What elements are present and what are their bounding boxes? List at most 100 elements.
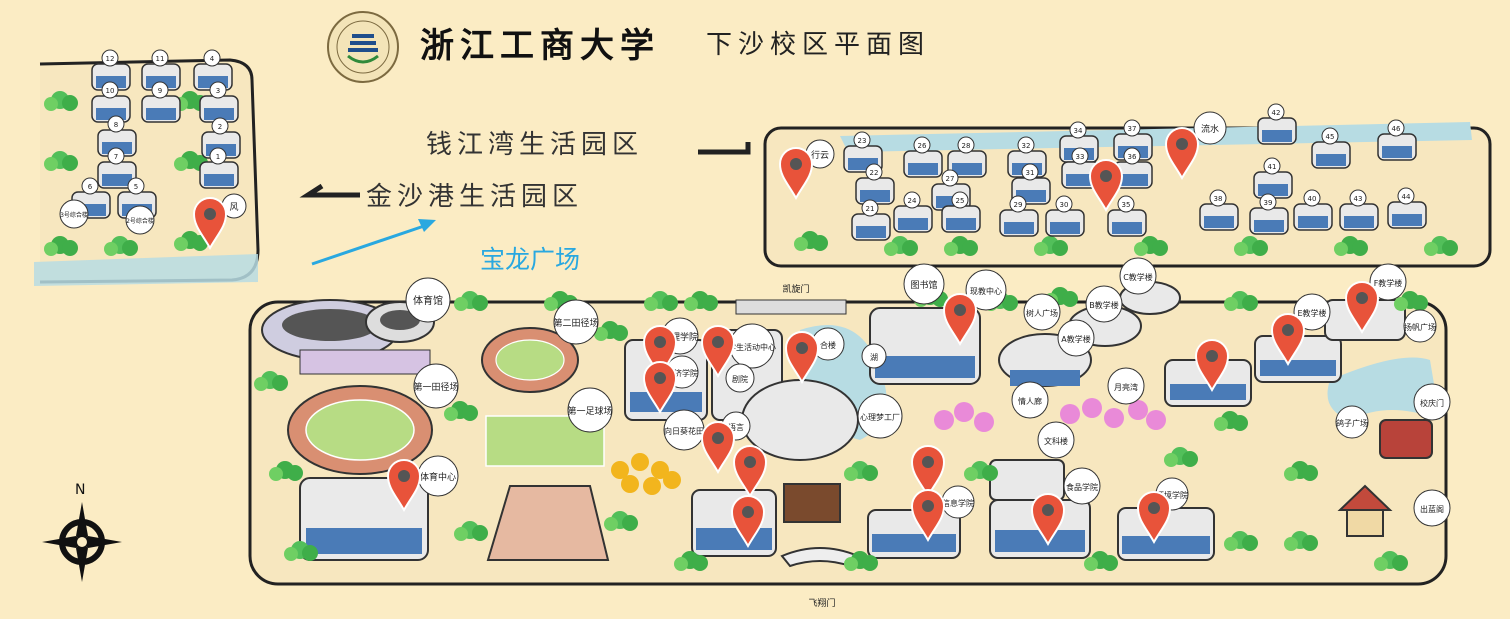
dorm-building: 43 bbox=[1339, 189, 1379, 231]
university-emblem bbox=[327, 11, 399, 83]
bush bbox=[844, 461, 878, 481]
label-a-building: A教学楼 bbox=[1057, 319, 1095, 357]
dorm-building: 42 bbox=[1257, 103, 1297, 145]
dorm-number: 11 bbox=[156, 55, 165, 63]
dorm-number: 1 bbox=[216, 153, 220, 161]
bush bbox=[1394, 291, 1428, 311]
label-football1: 第一足球场 bbox=[567, 387, 613, 433]
jinshagang-arrow bbox=[299, 183, 360, 198]
dorm-number: 37 bbox=[1128, 125, 1137, 133]
location-pin-icon bbox=[386, 459, 422, 513]
dorm-building: 26 bbox=[903, 136, 943, 178]
dorm-number: 46 bbox=[1392, 125, 1401, 133]
bush bbox=[1374, 551, 1408, 571]
baolong-arrow bbox=[311, 222, 431, 266]
bush bbox=[604, 511, 638, 531]
label-c-building: C教学楼 bbox=[1119, 257, 1157, 295]
svg-text:信息学院: 信息学院 bbox=[942, 498, 974, 508]
dorm-number: 33 bbox=[1076, 153, 1085, 161]
dorm-building: 7 bbox=[97, 147, 137, 189]
dorm-number: 21 bbox=[866, 205, 875, 213]
bush bbox=[594, 321, 628, 341]
dorm-number: 42 bbox=[1272, 109, 1281, 117]
svg-text:情人廊: 情人廊 bbox=[1018, 396, 1042, 406]
south-plaza bbox=[486, 485, 610, 561]
dorm-building: 39 bbox=[1249, 193, 1289, 235]
location-pin-icon bbox=[642, 361, 678, 415]
qianjiangwan-zone-label: 钱江湾生活园区 bbox=[426, 130, 644, 160]
svg-text:流水: 流水 bbox=[1201, 123, 1219, 135]
dorm-number: 12 bbox=[106, 55, 115, 63]
dorm-number: 39 bbox=[1264, 199, 1273, 207]
location-pin-icon bbox=[910, 445, 946, 499]
svg-text:风: 风 bbox=[229, 202, 238, 213]
label-modern-edu: 现教中心 bbox=[965, 269, 1007, 311]
dorm-number: 27 bbox=[946, 175, 955, 183]
label-f-building: F教学楼 bbox=[1369, 263, 1407, 301]
location-pin-icon bbox=[778, 147, 814, 201]
dorm-building: 24 bbox=[893, 191, 933, 233]
svg-text:出蓝阁: 出蓝阁 bbox=[1420, 504, 1444, 514]
svg-text:鸽子广场: 鸽子广场 bbox=[1336, 418, 1368, 428]
location-pin-icon bbox=[642, 325, 678, 379]
svg-text:经济学院: 经济学院 bbox=[666, 368, 698, 378]
dorm-building: 40 bbox=[1293, 189, 1333, 231]
dorm-number: 34 bbox=[1074, 127, 1083, 135]
dorm-number: 26 bbox=[918, 142, 927, 150]
label-lake: 湖 bbox=[861, 343, 887, 369]
location-pin-icon bbox=[1030, 493, 1066, 547]
bush bbox=[844, 551, 878, 571]
dorm-number: 36 bbox=[1128, 153, 1137, 161]
dorm-number: 7 bbox=[114, 153, 118, 161]
dorm-building: 1 bbox=[199, 147, 239, 189]
label-library: 图书馆 bbox=[903, 263, 945, 305]
label-psych: 心理梦工厂 bbox=[857, 393, 903, 439]
compass-icon bbox=[42, 502, 122, 582]
svg-text:第一田径场: 第一田径场 bbox=[413, 381, 458, 393]
bush bbox=[254, 371, 288, 391]
bush bbox=[1224, 291, 1258, 311]
svg-text:第一足球场: 第一足球场 bbox=[567, 405, 612, 417]
label-b-building: B教学楼 bbox=[1085, 285, 1123, 323]
location-pin-icon bbox=[784, 331, 820, 385]
dorm-building: 35 bbox=[1107, 195, 1147, 237]
dorm-building: 9 bbox=[141, 81, 181, 123]
dorm-number: 23 bbox=[858, 137, 867, 145]
dorm-building: 3 bbox=[199, 81, 239, 123]
dorm-number: 25 bbox=[956, 197, 965, 205]
dorm-number: 5 bbox=[134, 183, 138, 191]
map-title: 下沙校区平面图 bbox=[706, 30, 931, 60]
bush bbox=[1224, 531, 1258, 551]
sunflower-field bbox=[611, 453, 681, 495]
dorm-number: 28 bbox=[962, 142, 971, 150]
svg-text:湖: 湖 bbox=[870, 353, 878, 362]
bush bbox=[1234, 236, 1268, 256]
label-rest-b: 2号综合楼 bbox=[125, 205, 155, 235]
label-yangfan: 扬帆广场 bbox=[1403, 309, 1437, 343]
label-school-gate: 校庆门 bbox=[1413, 383, 1451, 421]
location-pin-icon bbox=[1194, 339, 1230, 393]
dorm-number: 10 bbox=[106, 87, 115, 95]
school-name: 浙江工商大学 bbox=[420, 26, 660, 66]
svg-text:A教学楼: A教学楼 bbox=[1061, 334, 1090, 344]
label-feiyang-gate: 飞翔门 bbox=[808, 597, 835, 609]
dorm-number: 31 bbox=[1026, 169, 1035, 177]
dorm-building: 30 bbox=[1045, 195, 1085, 237]
label-shuren: 树人广场 bbox=[1023, 293, 1061, 331]
bush bbox=[1424, 236, 1458, 256]
dorm-number: 8 bbox=[114, 121, 118, 129]
location-pin-icon bbox=[700, 421, 736, 475]
svg-text:文科楼: 文科楼 bbox=[1044, 436, 1068, 446]
dorm-building: 36 bbox=[1113, 147, 1153, 189]
dorm-number: 24 bbox=[908, 197, 917, 205]
svg-text:行云: 行云 bbox=[811, 149, 829, 161]
svg-text:环境学院: 环境学院 bbox=[1156, 490, 1188, 500]
bush bbox=[454, 291, 488, 311]
svg-text:向日葵花田: 向日葵花田 bbox=[664, 426, 704, 436]
bush bbox=[44, 151, 78, 171]
kaixuan-arch bbox=[783, 483, 841, 523]
